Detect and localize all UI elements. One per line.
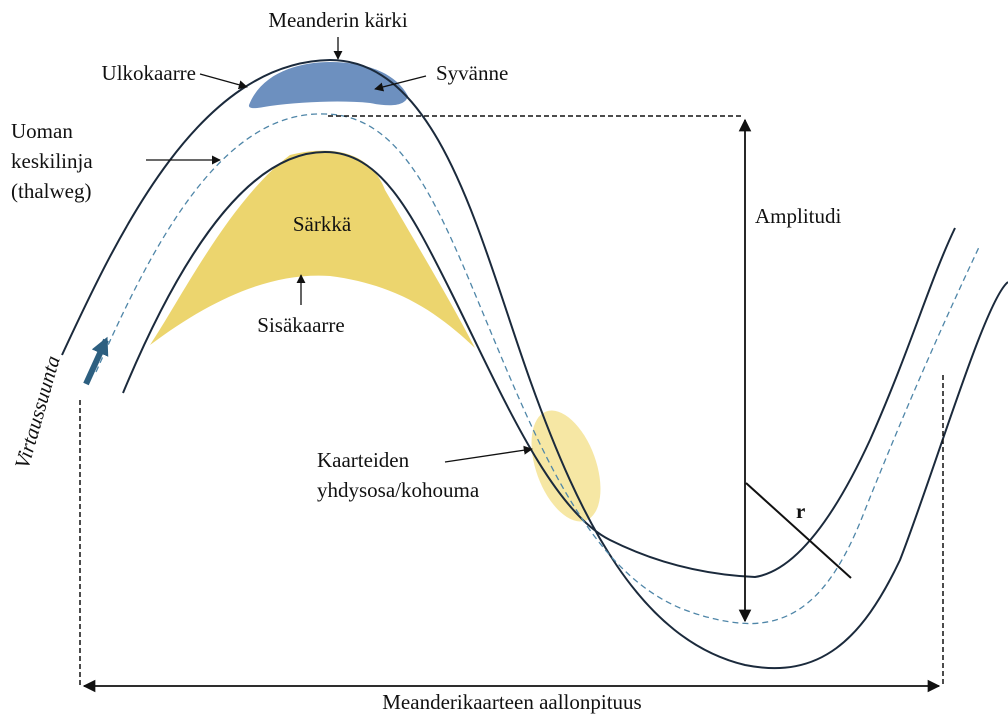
- label-inner-bank: Sisäkaarre: [257, 313, 344, 337]
- label-centerline-3: (thalweg): [11, 179, 91, 203]
- label-pool: Syvänne: [436, 61, 508, 85]
- label-amplitude: Amplitudi: [755, 204, 842, 228]
- label-outer-bank: Ulkokaarre: [102, 61, 196, 85]
- label-meander-apex: Meanderin kärki: [268, 8, 408, 32]
- channel-centerline: [95, 113, 981, 625]
- label-centerline-2: keskilinja: [11, 149, 93, 173]
- label-riffle-2: yhdysosa/kohouma: [317, 478, 480, 502]
- inner-bank-line: [122, 150, 956, 579]
- flow-direction-arrow: [83, 336, 109, 386]
- riffle-pointer-arrow: [444, 445, 533, 463]
- point-bar-shape: [150, 150, 475, 348]
- label-centerline-1: Uoman: [11, 119, 73, 143]
- outer-bank-line: [61, 58, 1008, 670]
- pool-pointer-arrow: [374, 75, 427, 92]
- pool-shape: [248, 62, 408, 109]
- radius-line: [745, 482, 852, 579]
- label-radius: r: [796, 499, 805, 523]
- label-flow-direction: Virtaussuunta: [10, 353, 65, 471]
- outer-bank-pointer-arrow: [199, 73, 248, 90]
- label-wavelength: Meanderikaarteen aallonpituus: [382, 690, 641, 714]
- label-riffle-1: Kaarteiden: [317, 448, 410, 472]
- label-point-bar: Särkkä: [293, 212, 352, 236]
- riffle-shape: [531, 410, 601, 522]
